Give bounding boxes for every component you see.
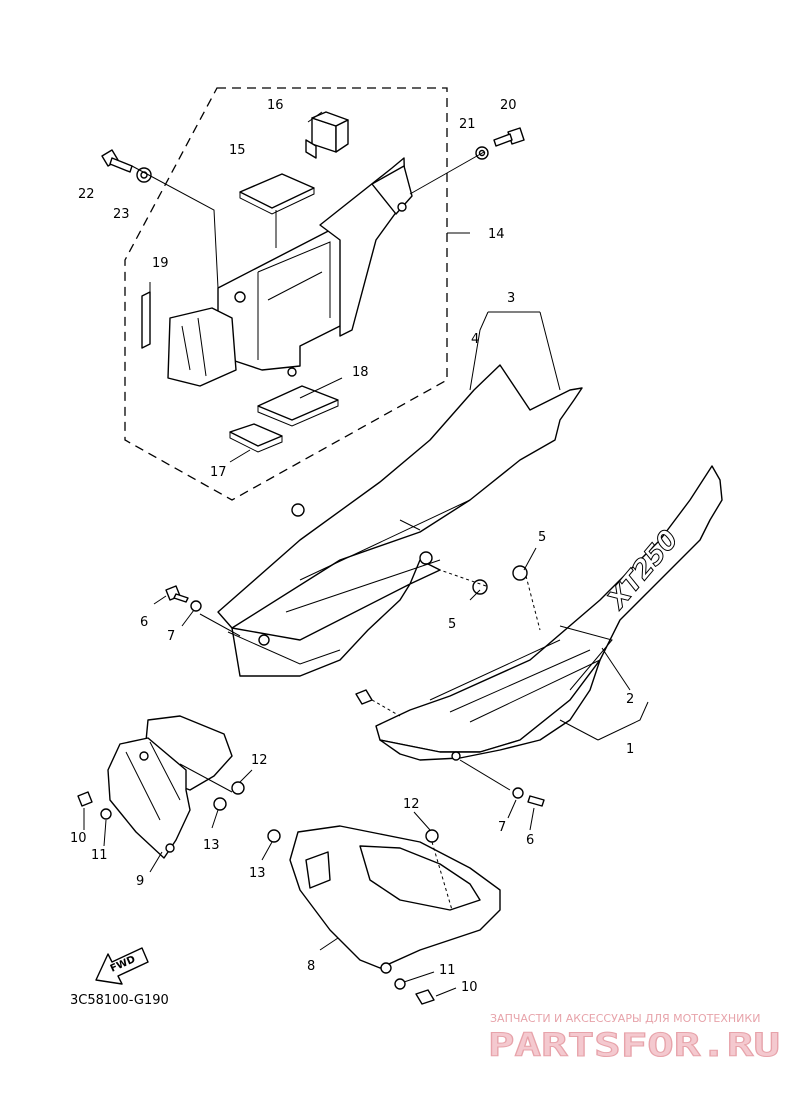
grommet-12b (425, 829, 439, 843)
callout-18: 18 (352, 365, 369, 380)
bolt-6b (527, 795, 545, 807)
leader-lines (83, 111, 649, 997)
assembly-boundary (124, 87, 448, 501)
washer-7b (512, 787, 524, 799)
grommet-13a (213, 797, 227, 811)
callout-13b: 13 (249, 866, 266, 881)
callout-10a: 10 (70, 831, 87, 846)
callout-12a: 12 (251, 753, 268, 768)
callout-15: 15 (229, 143, 246, 158)
grommet-bolt-assembly (355, 689, 373, 705)
callout-12b: 12 (403, 797, 420, 812)
callout-14: 14 (488, 227, 505, 242)
callout-labels: 22 23 16 15 21 20 14 19 18 17 3 4 5 5 6 … (70, 98, 634, 995)
callout-17: 17 (210, 465, 227, 480)
bolt-20 (493, 127, 525, 147)
watermark: ЗАПЧАСТИ И АКСЕССУАРЫ ДЛЯ МОТОТЕХНИКИ PA… (488, 1012, 781, 1065)
callout-11a: 11 (91, 848, 108, 863)
callout-6b: 6 (526, 833, 534, 848)
pad-18 (257, 385, 339, 421)
grommet-13b (267, 829, 281, 843)
callout-16: 16 (267, 98, 284, 113)
callout-3: 3 (507, 291, 515, 306)
pad-15 (239, 173, 315, 209)
callout-23: 23 (113, 207, 130, 222)
grommet-12a (231, 781, 245, 795)
callout-7b: 7 (498, 820, 506, 835)
callout-13a: 13 (203, 838, 220, 853)
relay (305, 111, 349, 159)
callout-11b: 11 (439, 963, 456, 978)
callout-6a: 6 (140, 615, 148, 630)
bolt-10b (415, 989, 435, 1005)
callout-22: 22 (78, 187, 95, 202)
washer-11a (100, 808, 112, 820)
decal-xt250: XT250 (601, 525, 684, 616)
callout-5a: 5 (448, 617, 456, 632)
strip-19 (141, 291, 151, 349)
washer-7a (190, 600, 202, 612)
battery-box-bracket (167, 157, 413, 387)
callout-19: 19 (152, 256, 169, 271)
callout-20: 20 (500, 98, 517, 113)
callout-1: 1 (626, 742, 634, 757)
callout-9: 9 (136, 874, 144, 889)
fwd-arrow-icon: FWD (95, 947, 149, 985)
callout-21: 21 (459, 117, 476, 132)
pad-17 (229, 423, 283, 447)
bolt-6a (165, 585, 189, 603)
watermark-tagline: ЗАПЧАСТИ И АКСЕССУАРЫ ДЛЯ МОТОТЕХНИКИ (490, 1012, 760, 1025)
side-cover-left (217, 364, 583, 677)
bolt-10a (77, 791, 93, 807)
callout-2: 2 (626, 692, 634, 707)
callout-4: 4 (471, 332, 479, 347)
bolt-22 (101, 149, 133, 173)
callout-7a: 7 (167, 629, 175, 644)
callout-10b: 10 (461, 980, 478, 995)
washer-11b (394, 978, 406, 990)
grommet-5a (472, 579, 488, 595)
callout-8: 8 (307, 959, 315, 974)
watermark-brand: PARTSFOR.RU (488, 1026, 780, 1064)
diagram-code: 3C58100-G190 (70, 993, 169, 1008)
front-cover-right (289, 825, 501, 974)
callout-5b: 5 (538, 530, 546, 545)
grommet-5b (512, 565, 528, 581)
front-cover-left (107, 715, 233, 859)
